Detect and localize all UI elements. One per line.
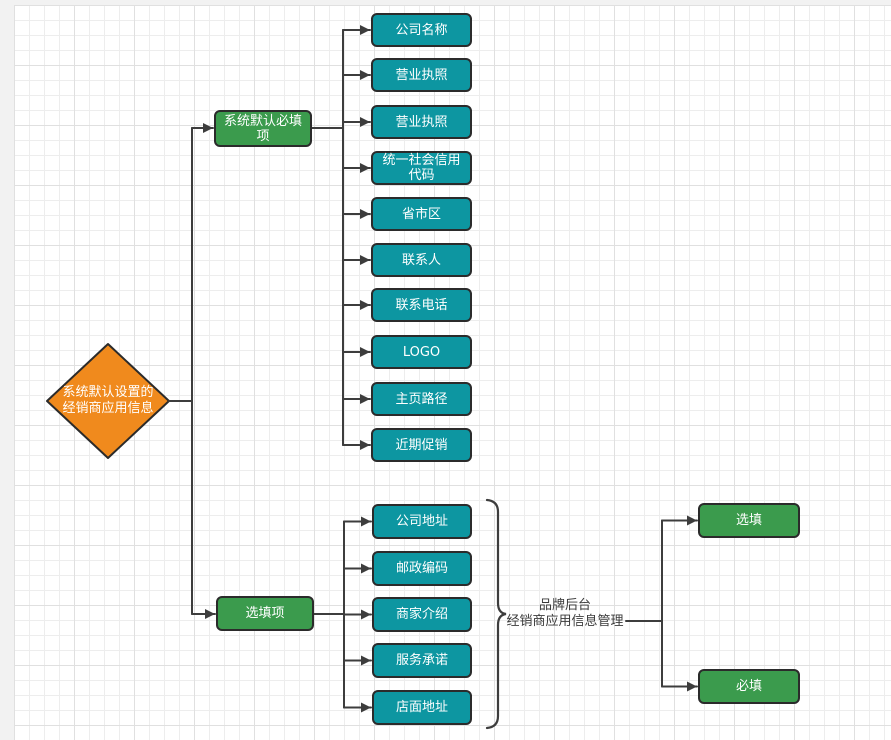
node-right-optional-label: 选填 xyxy=(735,513,762,528)
node-right-optional[interactable]: 选填 xyxy=(698,503,800,538)
node-optional-item-label: 商家介绍 xyxy=(395,607,448,622)
node-optional-item-label: 服务承诺 xyxy=(395,653,448,668)
node-optional-item[interactable]: 邮政编码 xyxy=(372,551,472,586)
node-required-item-label: 营业执照 xyxy=(395,67,448,83)
node-required-group-label: 系统默认必填项 xyxy=(224,113,303,144)
node-required-group[interactable]: 系统默认必填项 xyxy=(214,110,312,147)
node-right-required[interactable]: 必填 xyxy=(698,669,800,704)
edge-required-trunk xyxy=(311,29,344,446)
root-diamond-shape[interactable] xyxy=(46,343,170,459)
node-optional-item-label: 店面地址 xyxy=(395,700,448,715)
brace-label-line2: 经销商应用信息管理 xyxy=(506,614,624,629)
node-required-item-label: 省市区 xyxy=(401,206,441,222)
node-required-item-label: 统一社会信用代码 xyxy=(382,153,461,183)
node-optional-group-label: 选填项 xyxy=(245,606,285,621)
node-optional-item[interactable]: 公司地址 xyxy=(372,504,472,539)
node-required-item[interactable]: 营业执照 xyxy=(371,58,472,92)
node-required-item-label: 联系电话 xyxy=(395,297,448,313)
root-label-line1: 系统默认设置的 xyxy=(62,385,154,400)
node-optional-item-label: 公司地址 xyxy=(395,514,448,529)
node-optional-item[interactable]: 商家介绍 xyxy=(372,597,472,632)
node-required-item[interactable]: 近期促销 xyxy=(371,428,472,462)
curly-brace xyxy=(485,498,507,730)
node-required-item-label: 营业执照 xyxy=(395,114,448,130)
node-required-item[interactable]: 省市区 xyxy=(371,197,472,231)
node-required-item[interactable]: 主页路径 xyxy=(371,382,472,416)
node-required-item[interactable]: 统一社会信用代码 xyxy=(371,151,472,185)
edge-label-trunk xyxy=(625,519,663,688)
node-required-item[interactable]: 联系电话 xyxy=(371,288,472,322)
node-optional-item[interactable]: 店面地址 xyxy=(372,690,472,725)
node-required-item[interactable]: 联系人 xyxy=(371,243,472,277)
brace-label-line1: 品牌后台 xyxy=(538,598,591,613)
node-required-item-label: 公司名称 xyxy=(395,22,448,38)
node-optional-group[interactable]: 选填项 xyxy=(216,596,314,631)
node-required-item-label: 近期促销 xyxy=(395,437,448,453)
node-required-item[interactable]: LOGO xyxy=(371,335,472,369)
node-required-item[interactable]: 公司名称 xyxy=(371,13,472,47)
node-right-required-label: 必填 xyxy=(735,679,762,694)
node-optional-item[interactable]: 服务承诺 xyxy=(372,643,472,678)
node-required-item-label: LOGO xyxy=(402,344,441,360)
node-required-item[interactable]: 营业执照 xyxy=(371,105,472,139)
node-optional-item-label: 邮政编码 xyxy=(395,561,448,576)
root-node-label: 系统默认设置的 经销商应用信息 xyxy=(50,385,166,417)
root-label-line2: 经销商应用信息 xyxy=(62,401,154,416)
edge-optional-trunk xyxy=(313,520,345,709)
brace-label: 品牌后台 经销商应用信息管理 xyxy=(500,598,630,630)
edge-root-trunk xyxy=(168,127,193,615)
node-required-item-label: 主页路径 xyxy=(395,391,448,407)
node-required-item-label: 联系人 xyxy=(401,252,441,268)
